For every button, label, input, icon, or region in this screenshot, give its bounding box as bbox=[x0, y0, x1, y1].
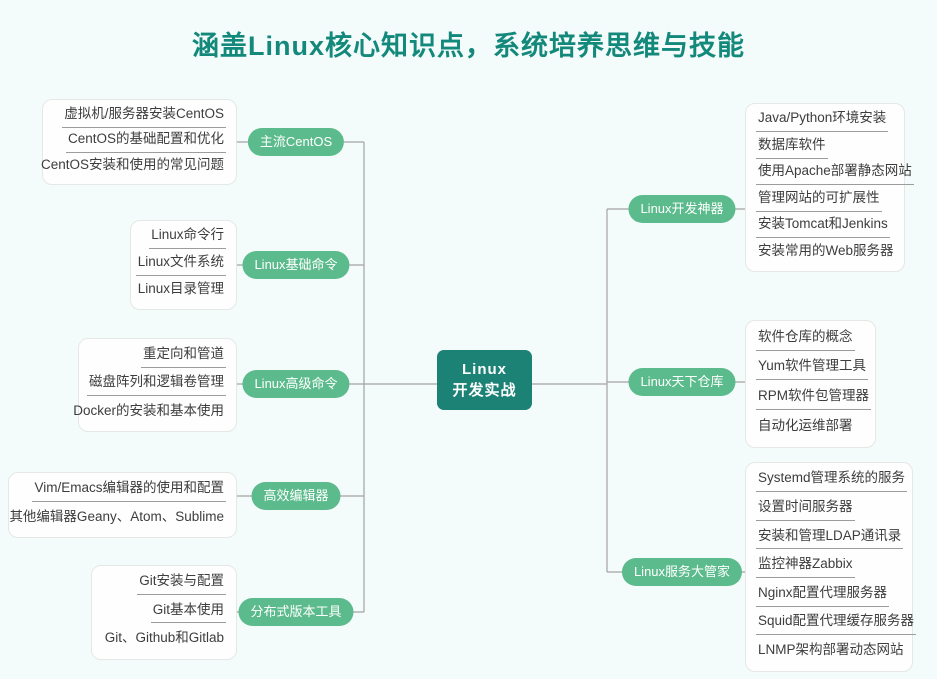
branch-pill[interactable]: 分布式版本工具 bbox=[238, 598, 354, 626]
topic-item[interactable]: 重定向和管道 bbox=[89, 343, 226, 371]
topic-item[interactable]: Linux文件系统 bbox=[135, 252, 226, 279]
topic-item[interactable]: 监控神器Zabbix bbox=[756, 553, 902, 582]
topic-item-label: Git安装与配置 bbox=[137, 573, 226, 596]
topic-item-label: 监控神器Zabbix bbox=[756, 556, 855, 578]
topic-item-label: RPM软件包管理器 bbox=[756, 388, 871, 410]
topic-item-label: 管理网站的可扩展性 bbox=[756, 190, 882, 212]
topic-item-label: 软件仓库的概念 bbox=[756, 329, 855, 351]
topic-item[interactable]: Linux目录管理 bbox=[138, 278, 226, 305]
center-node-line2: 开发实战 bbox=[452, 382, 517, 399]
topic-item[interactable]: Git、Github和Gitlab bbox=[102, 627, 226, 655]
topic-item[interactable]: LNMP架构部署动态网站 bbox=[756, 638, 904, 667]
center-node-line1: Linux bbox=[462, 361, 507, 378]
topic-group-box: Linux命令行 Linux文件系统 Linux目录管理 bbox=[130, 220, 237, 310]
topic-item-label: 设置时间服务器 bbox=[756, 499, 855, 521]
topic-item[interactable]: 其他编辑器Geany、Atom、Sublime bbox=[9, 505, 226, 533]
topic-group-box: 软件仓库的概念 Yum软件管理工具 RPM软件包管理器自动化运维部署 bbox=[745, 320, 876, 448]
topic-item[interactable]: 磁盘阵列和逻辑卷管理 bbox=[87, 371, 226, 399]
topic-item[interactable]: 安装常用的Web服务器 bbox=[756, 241, 894, 268]
topic-item-label: 使用Apache部署静态网站 bbox=[756, 163, 914, 186]
topic-group-box: Vim/Emacs编辑器的使用和配置其他编辑器Geany、Atom、Sublim… bbox=[8, 472, 237, 538]
topic-item[interactable]: Squid配置代理缓存服务器 bbox=[756, 610, 917, 639]
topic-item[interactable]: CentOS安装和使用的常见问题 bbox=[41, 155, 226, 180]
topic-group-box: 重定向和管道磁盘阵列和逻辑卷管理 Docker的安装和基本使用 bbox=[73, 338, 237, 432]
topic-item-label: Java/Python环境安装 bbox=[756, 110, 889, 133]
topic-item-label: Linux目录管理 bbox=[137, 281, 224, 297]
branch-pill[interactable]: Linux高级命令 bbox=[242, 370, 350, 398]
topic-item-label: Vim/Emacs编辑器的使用和配置 bbox=[32, 480, 226, 502]
topic-item-label: Linux命令行 bbox=[149, 227, 226, 250]
topic-item[interactable]: Git安装与配置 bbox=[102, 570, 226, 598]
branch-pill[interactable]: Linux基础命令 bbox=[242, 251, 350, 279]
topic-item-label: 安装Tomcat和Jenkins bbox=[756, 216, 890, 239]
branch-pill[interactable]: Linux服务大管家 bbox=[621, 558, 743, 586]
topic-item[interactable]: Java/Python环境安装 bbox=[756, 108, 894, 135]
topic-item-label: Nginx配置代理服务器 bbox=[756, 585, 890, 607]
topic-item[interactable]: Yum软件管理工具 bbox=[756, 355, 869, 385]
topic-item-label: Docker的安装和基本使用 bbox=[73, 402, 224, 418]
topic-item-label: Yum软件管理工具 bbox=[756, 358, 869, 381]
page-title: 涵盖Linux核心知识点，系统培养思维与技能 bbox=[192, 31, 745, 61]
topic-item-label: 自动化运维部署 bbox=[758, 417, 853, 433]
topic-item-label: 安装和管理LDAP通讯录 bbox=[756, 528, 904, 550]
topic-item[interactable]: Docker的安装和基本使用 bbox=[73, 399, 226, 427]
topic-item[interactable]: 管理网站的可扩展性 bbox=[756, 188, 894, 215]
topic-item-label: 虚拟机/服务器安装CentOS bbox=[62, 106, 226, 128]
topic-item-label: 数据库软件 bbox=[756, 137, 828, 159]
topic-item[interactable]: 使用Apache部署静态网站 bbox=[756, 161, 914, 188]
topic-item[interactable]: Systemd管理系统的服务 bbox=[756, 467, 908, 496]
topic-item[interactable]: RPM软件包管理器 bbox=[756, 384, 871, 414]
branch-pill[interactable]: Linux开发神器 bbox=[628, 195, 736, 223]
topic-item[interactable]: CentOS的基础配置和优化 bbox=[53, 129, 226, 154]
topic-item-label: 其他编辑器Geany、Atom、Sublime bbox=[9, 508, 224, 524]
topic-item[interactable]: 虚拟机/服务器安装CentOS bbox=[53, 104, 226, 129]
branch-pill[interactable]: Linux天下仓库 bbox=[628, 368, 736, 396]
topic-item-label: Systemd管理系统的服务 bbox=[756, 470, 908, 493]
topic-item-label: Linux文件系统 bbox=[135, 254, 226, 276]
branch-pill[interactable]: 主流CentOS bbox=[247, 128, 345, 156]
topic-item-label: Squid配置代理缓存服务器 bbox=[756, 613, 917, 636]
topic-item-label: 磁盘阵列和逻辑卷管理 bbox=[87, 374, 226, 396]
topic-item-label: CentOS安装和使用的常见问题 bbox=[40, 156, 224, 172]
topic-item[interactable]: 数据库软件 bbox=[756, 135, 894, 162]
topic-item-label: LNMP架构部署动态网站 bbox=[758, 642, 904, 658]
topic-item-label: 安装常用的Web服务器 bbox=[758, 243, 894, 259]
branch-pill[interactable]: 高效编辑器 bbox=[251, 482, 341, 510]
topic-group-box: Java/Python环境安装数据库软件使用Apache部署静态网站管理网站的可… bbox=[745, 103, 914, 272]
topic-item-label: Git、Github和Gitlab bbox=[104, 630, 224, 646]
topic-item[interactable]: Linux命令行 bbox=[141, 225, 226, 252]
topic-group-box: Git安装与配置 Git基本使用 Git、Github和Gitlab bbox=[91, 565, 237, 660]
topic-item[interactable]: 自动化运维部署 bbox=[756, 414, 865, 444]
topic-item[interactable]: Git基本使用 bbox=[102, 598, 226, 626]
topic-item[interactable]: 安装和管理LDAP通讯录 bbox=[756, 524, 904, 553]
topic-item[interactable]: Vim/Emacs编辑器的使用和配置 bbox=[19, 477, 226, 505]
topic-item[interactable]: 设置时间服务器 bbox=[756, 496, 902, 525]
topic-group-box: 虚拟机/服务器安装CentOS CentOS的基础配置和优化 CentOS安装和使用… bbox=[41, 99, 237, 185]
topic-item-label: 重定向和管道 bbox=[141, 346, 226, 368]
topic-item-label: CentOS的基础配置和优化 bbox=[65, 131, 226, 153]
topic-item-label: Git基本使用 bbox=[150, 602, 226, 624]
center-node[interactable]: Linux 开发实战 bbox=[437, 350, 532, 410]
topic-item[interactable]: 软件仓库的概念 bbox=[756, 325, 865, 355]
topic-group-box: Systemd管理系统的服务设置时间服务器安装和管理LDAP通讯录监控神器Zab… bbox=[745, 462, 917, 672]
topic-item[interactable]: 安装Tomcat和Jenkins bbox=[756, 214, 894, 241]
topic-item[interactable]: Nginx配置代理服务器 bbox=[756, 581, 902, 610]
